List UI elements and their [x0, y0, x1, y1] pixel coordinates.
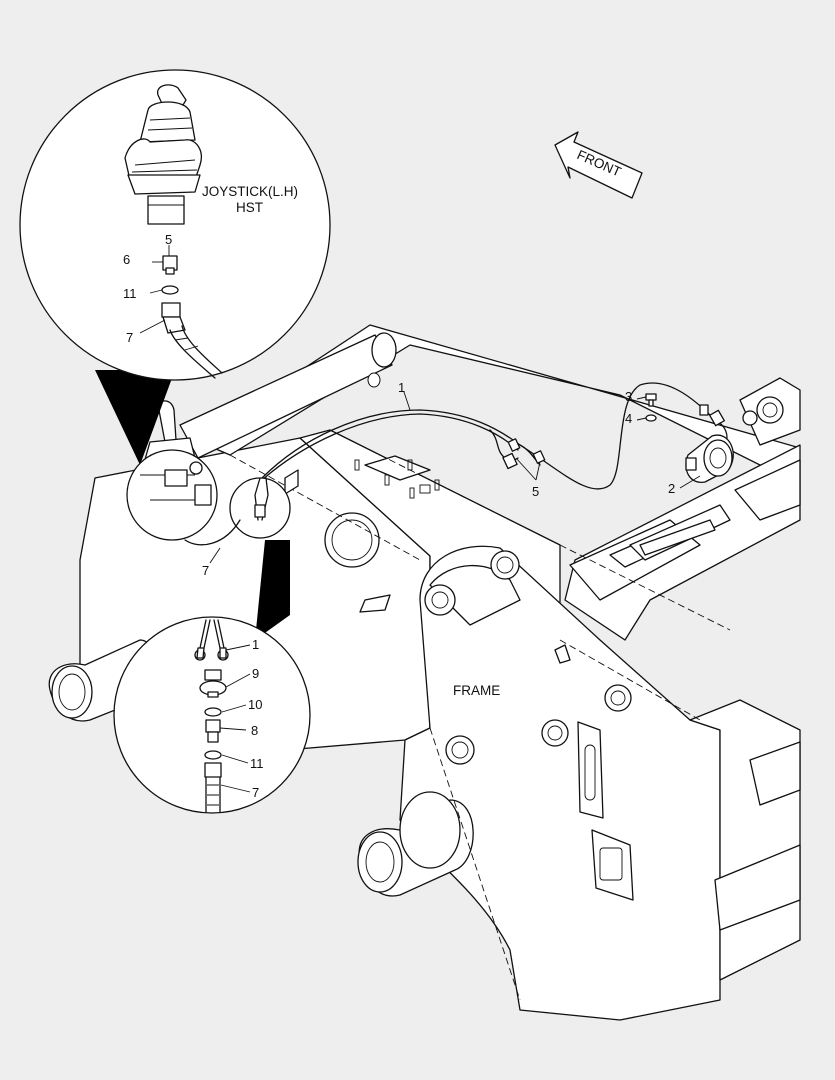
callout-2-main: 2 [668, 481, 675, 496]
callout-11-bottom: 11 [250, 756, 264, 771]
callout-6-top: 6 [123, 252, 130, 267]
callout-5-top: 5 [165, 232, 172, 247]
callout-7-bottom: 7 [252, 785, 259, 800]
callout-7-main: 7 [202, 563, 209, 578]
front-arrow: FRONT [554, 131, 643, 199]
joystick-label-line2: HST [236, 200, 263, 215]
inset-bottom [113, 616, 311, 814]
callout-1-main: 1 [398, 380, 405, 395]
callout-4-main: 4 [625, 411, 632, 426]
callout-8-bottom: 8 [251, 723, 258, 738]
callout-7-top: 7 [126, 330, 133, 345]
callout-9-bottom: 9 [252, 666, 259, 681]
inset-bottom-leaders [184, 477, 291, 640]
joystick-label-line1: JOYSTICK(L.H) [202, 184, 298, 199]
main-leaders [209, 391, 701, 564]
callout-10-bottom: 10 [248, 697, 262, 712]
frame-label: FRAME [453, 683, 500, 698]
text-labels: JOYSTICK(L.H) HST FRAME 5 6 11 7 1 9 10 … [123, 184, 675, 800]
callout-1-bottom: 1 [252, 637, 259, 652]
callout-11-top: 11 [123, 286, 137, 301]
wire-harness [261, 382, 734, 490]
inset-top [19, 69, 331, 381]
callout-3-main: 3 [625, 389, 632, 404]
inset-top-leaders [95, 370, 218, 541]
callout-5-main: 5 [532, 484, 539, 499]
